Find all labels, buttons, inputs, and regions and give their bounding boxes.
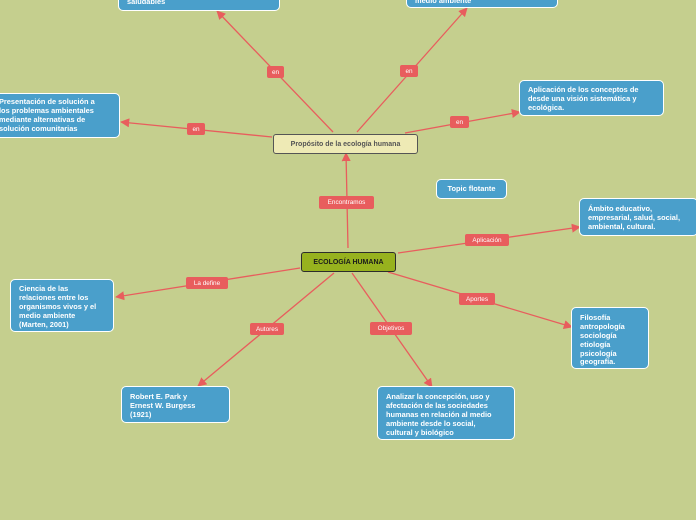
topic-aplicacion-conceptos[interactable]: Aplicación de los conceptos de desde una… (519, 80, 664, 116)
label-en-top-right[interactable]: en (400, 65, 418, 77)
label-encontramos[interactable]: Encontramos (319, 196, 374, 209)
topic-autores[interactable]: Robert E. Park y Ernest W. Burgess (1921… (121, 386, 230, 423)
topic-disciplinas[interactable]: Filosofía antropología sociología etiolo… (571, 307, 649, 369)
topic-medio-ambiente[interactable]: medio ambiente (406, 0, 558, 8)
label-en-right[interactable]: en (450, 116, 469, 128)
topic-saludables[interactable]: saludables (118, 0, 280, 11)
label-autores[interactable]: Autores (250, 323, 284, 335)
floating-topic[interactable]: Topic flotante (436, 179, 507, 199)
root-topic-ecologia-humana[interactable]: ECOLOGÍA HUMANA (301, 252, 396, 272)
topic-ambito-educativo[interactable]: Ámbito educativo, empresarial, salud, so… (579, 198, 696, 236)
label-en-top-left[interactable]: en (267, 66, 284, 78)
label-aplicacion[interactable]: Aplicación (465, 234, 509, 246)
topic-ciencia-relaciones[interactable]: Ciencia de las relaciones entre los orga… (10, 279, 114, 332)
label-en-left[interactable]: en (187, 123, 205, 135)
topic-presentacion-solucion[interactable]: Presentación de solución a los problemas… (0, 93, 120, 138)
label-objetivos[interactable]: Objetivos (370, 322, 412, 335)
label-la-define[interactable]: La define (186, 277, 228, 289)
label-aportes[interactable]: Aportes (459, 293, 495, 305)
central-topic-proposito[interactable]: Propósito de la ecología humana (273, 134, 418, 154)
topic-objetivos[interactable]: Analizar la concepción, uso y afectación… (377, 386, 515, 440)
